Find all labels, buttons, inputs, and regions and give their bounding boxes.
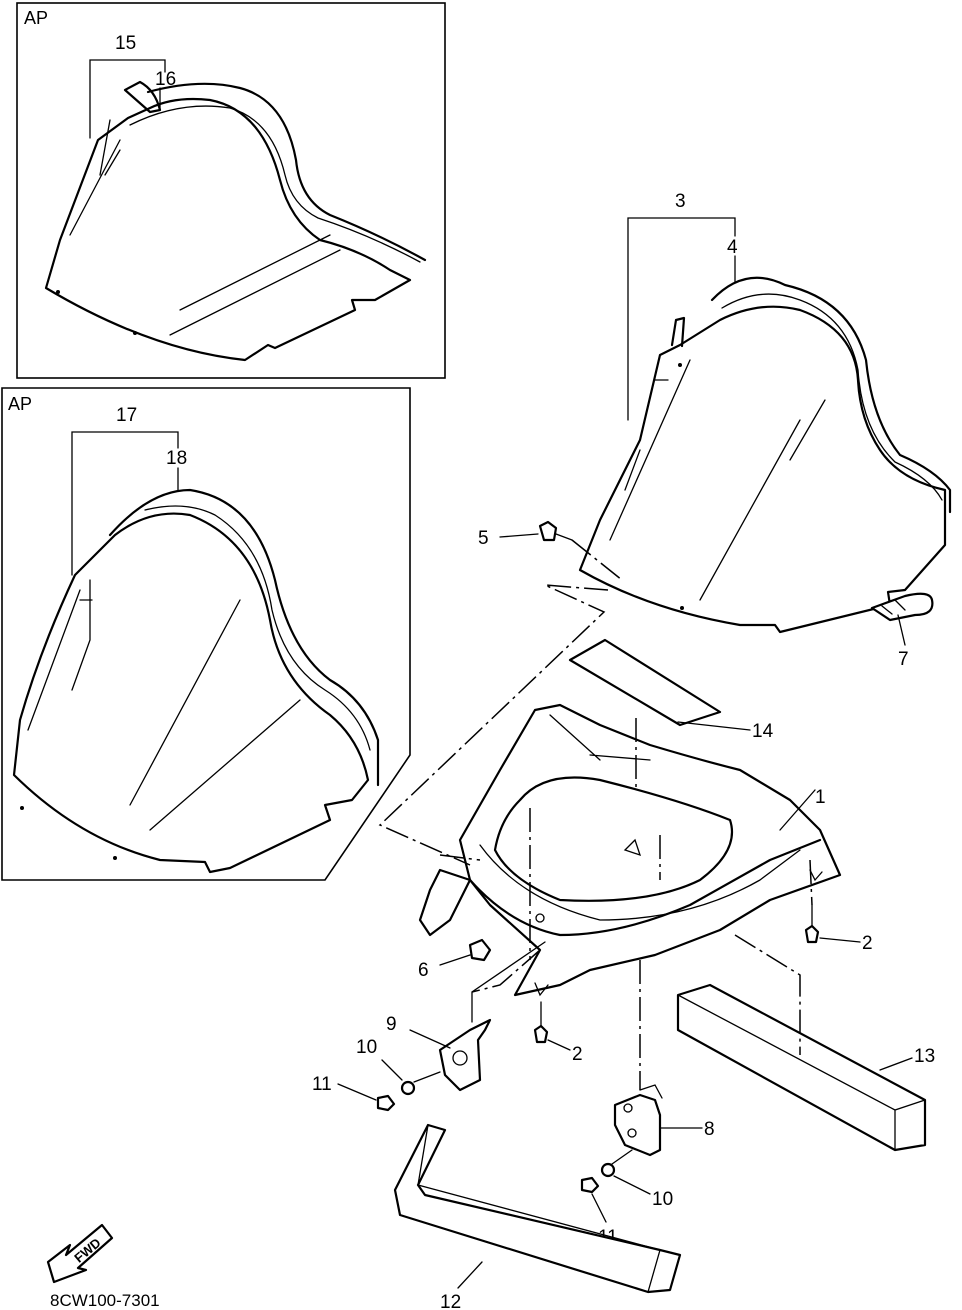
fwd-arrow-icon: FWD xyxy=(46,1223,114,1284)
callout-2-left: 2 xyxy=(572,1044,583,1065)
callout-10-right: 10 xyxy=(652,1189,673,1210)
inset-tag-2: AP xyxy=(8,394,32,414)
callout-6: 6 xyxy=(418,960,429,981)
foam-bar-13: 13 xyxy=(676,983,935,1152)
fairing-1-outline xyxy=(458,703,842,997)
fairing-1: 1 xyxy=(418,703,842,997)
callout-16: 16 xyxy=(155,69,176,90)
callout-18: 18 xyxy=(166,448,187,469)
bracket-9: 9 xyxy=(386,941,546,1092)
callout-5: 5 xyxy=(478,528,489,549)
washer-10-left: 10 xyxy=(356,1037,441,1096)
diagram-code: 8CW100-7301 xyxy=(50,1291,160,1310)
windshield-15-trim xyxy=(146,82,427,262)
callout-4: 4 xyxy=(727,237,738,258)
fairing-1-window xyxy=(493,776,734,902)
windshield-3-outline xyxy=(578,305,947,634)
callout-3: 3 xyxy=(675,191,686,212)
screw-2-left: 2 xyxy=(533,1001,583,1065)
fairing-1-stay xyxy=(418,868,472,937)
knob-7: 7 xyxy=(870,592,934,670)
callout-15: 15 xyxy=(115,33,136,54)
callout-9: 9 xyxy=(386,1014,397,1035)
windshield-17-trim xyxy=(108,488,380,787)
inset-ap-windshield-15: AP 15 16 xyxy=(16,2,446,379)
callout-10-left: 10 xyxy=(356,1037,377,1058)
grommet-6: 6 xyxy=(418,938,492,981)
callout-12: 12 xyxy=(440,1292,461,1310)
callout-17: 17 xyxy=(116,405,137,426)
callout-1: 1 xyxy=(815,787,826,808)
inset-tag-1: AP xyxy=(24,8,48,28)
bracket-8: 8 xyxy=(613,1084,715,1157)
callout-14: 14 xyxy=(752,721,774,742)
washer-10-right: 10 xyxy=(600,1149,673,1210)
callout-8: 8 xyxy=(704,1119,715,1140)
screw-5: 5 xyxy=(478,520,623,581)
pad-14: 14 xyxy=(568,638,774,742)
callout-2-right: 2 xyxy=(862,933,873,954)
windshield-3-assembly: 3 4 xyxy=(578,191,952,634)
windshield-17-outline xyxy=(12,512,370,874)
nut-11-left: 11 xyxy=(312,1074,396,1112)
inset-ap-windshield-17: AP 17 18 xyxy=(1,387,411,881)
assembly-lines xyxy=(378,584,813,1090)
screw-2-right: 2 xyxy=(804,904,873,954)
windshield-3-trim xyxy=(710,276,952,514)
windshield-15-outline xyxy=(44,97,412,362)
trim-4-tab xyxy=(670,316,686,348)
inset-frame-1 xyxy=(16,2,446,379)
callout-11-left: 11 xyxy=(312,1074,332,1095)
callout-13: 13 xyxy=(914,1046,935,1067)
foam-strip-12: 12 xyxy=(393,1123,682,1310)
callout-7: 7 xyxy=(898,649,909,670)
inset-frame-2 xyxy=(1,387,411,881)
